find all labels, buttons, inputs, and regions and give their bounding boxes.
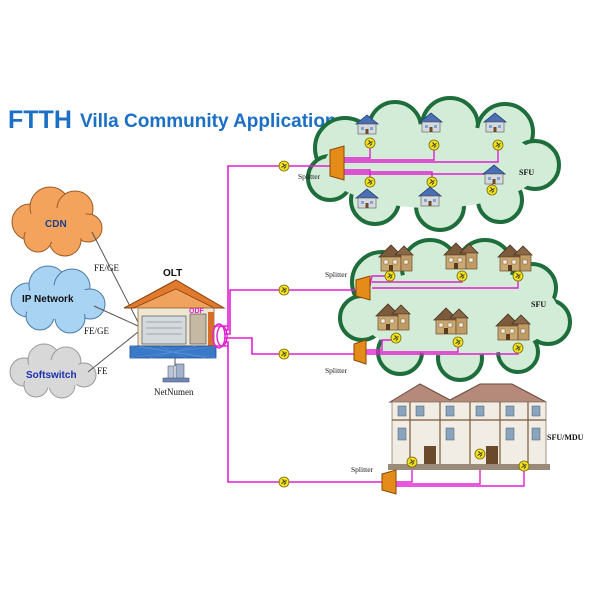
connector-icon — [278, 160, 290, 172]
group-1-label: SFU — [519, 168, 534, 177]
connector-icon — [512, 342, 524, 354]
splitter-4-label: Splitter — [351, 465, 374, 474]
connector-icon — [486, 184, 498, 196]
uplink-softswitch — [87, 331, 139, 373]
connector-icon — [456, 270, 468, 282]
cloud-softswitch-label: Softswitch — [26, 370, 77, 381]
link-label-softswitch: FE — [97, 366, 108, 376]
splitter-4 — [381, 469, 397, 495]
cloud-cdn-label: CDN — [45, 219, 67, 230]
connector-icon — [390, 332, 402, 344]
link-label-ip: FE/GE — [84, 326, 110, 336]
connector-icon — [278, 476, 290, 488]
connector-icon — [474, 448, 486, 460]
splitter-1-label: Splitter — [298, 172, 321, 181]
connector-icon — [492, 139, 504, 151]
connector-icon — [278, 284, 290, 296]
connector-icon — [428, 139, 440, 151]
splitter-1 — [329, 145, 345, 181]
splitter-3 — [353, 339, 367, 365]
olt-rack — [141, 315, 187, 345]
splitter-2-label: Splitter — [325, 270, 348, 279]
trunk-2 — [224, 289, 358, 335]
connector-icon — [364, 176, 376, 188]
cloud-softswitch — [9, 343, 97, 399]
cloud-cdn — [11, 186, 103, 257]
odf-cabinet — [189, 313, 207, 345]
connector-icon — [406, 456, 418, 468]
odf-label: ODF — [189, 308, 205, 315]
drops-group-3 — [396, 466, 525, 487]
connector-icon — [364, 137, 376, 149]
connector-icon — [278, 348, 290, 360]
olt-building — [123, 279, 226, 359]
link-label-cdn: FE/GE — [94, 263, 120, 273]
connector-icon — [384, 270, 396, 282]
splitter-2 — [355, 275, 371, 301]
olt-label: OLT — [163, 268, 182, 279]
title-subtitle: Villa Community Application — [80, 111, 337, 132]
fiber-bundle — [212, 323, 228, 349]
netnumen-label: NetNumen — [154, 387, 194, 397]
mdu-building — [388, 383, 550, 470]
uplink-ip — [93, 305, 139, 327]
netnumen-server — [162, 358, 190, 383]
title-ftth: FTTH — [8, 106, 72, 134]
group-2-label: SFU — [531, 300, 546, 309]
connector-icon — [512, 270, 524, 282]
connector-icon — [518, 460, 530, 472]
connector-icon — [426, 176, 438, 188]
trunk-4 — [224, 341, 384, 483]
trunk-3 — [224, 337, 356, 355]
splitter-3-label: Splitter — [325, 366, 348, 375]
cloud-ip-network-label: IP Network — [22, 294, 74, 305]
connector-icon — [452, 336, 464, 348]
group-3-label: SFU/MDU — [547, 433, 584, 442]
cloud-ip-network — [10, 265, 106, 334]
